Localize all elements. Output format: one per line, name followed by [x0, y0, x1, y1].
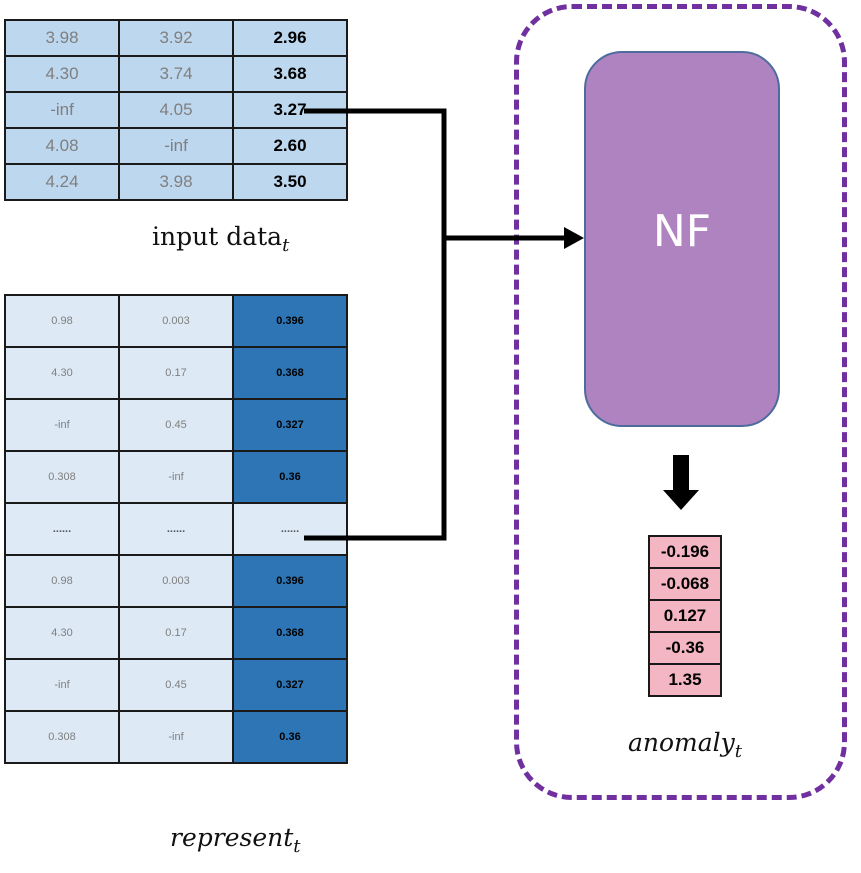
represent-cell: -inf: [4, 658, 120, 712]
represent-cell: 0.003: [118, 294, 234, 348]
represent-cell: 0.003: [118, 554, 234, 608]
table-row: 4.24 3.98 3.50: [4, 163, 348, 201]
input-cell: 2.60: [232, 127, 348, 165]
represent-cell: 0.368: [232, 606, 348, 660]
caption-subscript: t: [293, 836, 301, 857]
table-row: 4.08 -inf 2.60: [4, 127, 348, 165]
table-row: -inf 0.45 0.327: [4, 398, 348, 452]
table-row: 3.98 3.92 2.96: [4, 19, 348, 57]
represent-cell: 4.30: [4, 346, 120, 400]
caption-text: anomaly: [628, 728, 735, 757]
input-cell: 4.24: [4, 163, 120, 201]
represent-cell: 0.327: [232, 398, 348, 452]
input-cell: -inf: [4, 91, 120, 129]
anomaly-cell: 0.127: [648, 599, 722, 633]
anomaly-cell: 1.35: [648, 663, 722, 697]
input-connector-line: [304, 108, 447, 541]
anomaly-cell: -0.068: [648, 567, 722, 601]
represent-cell: 0.396: [232, 554, 348, 608]
down-arrow-head: [663, 490, 699, 510]
table-row: -0.068: [648, 567, 722, 601]
table-row-ellipsis: ...... ...... ......: [4, 502, 348, 556]
caption-subscript: t: [734, 741, 743, 762]
input-cell: -inf: [118, 127, 234, 165]
input-cell: 3.74: [118, 55, 234, 93]
input-cell: 3.50: [232, 163, 348, 201]
down-arrow-shaft: [673, 455, 689, 491]
anomaly-caption: anomalyt: [628, 728, 742, 762]
input-cell: 3.98: [4, 19, 120, 57]
table-row: 1.35: [648, 663, 722, 697]
represent-cell: 0.98: [4, 294, 120, 348]
represent-cell: 4.30: [4, 606, 120, 660]
input-cell: 2.96: [232, 19, 348, 57]
represent-cell: 0.396: [232, 294, 348, 348]
table-row: 4.30 0.17 0.368: [4, 346, 348, 400]
input-cell: 4.05: [118, 91, 234, 129]
nf-label: NF: [652, 205, 712, 257]
represent-cell: 0.327: [232, 658, 348, 712]
to-nf-arrowhead: [564, 227, 584, 249]
represent-cell: 0.308: [4, 450, 120, 504]
represent-cell: 0.98: [4, 554, 120, 608]
represent-cell: ......: [4, 502, 120, 556]
caption-subscript: t: [282, 235, 290, 256]
input-data-caption: input datat: [152, 222, 289, 256]
represent-cell: ......: [232, 502, 348, 556]
table-row: 4.30 0.17 0.368: [4, 606, 348, 660]
input-cell: 4.30: [4, 55, 120, 93]
anomaly-table: -0.196 -0.068 0.127 -0.36 1.35: [648, 535, 722, 697]
represent-cell: 0.36: [232, 450, 348, 504]
represent-cell: 0.17: [118, 606, 234, 660]
nf-model-block: NF: [584, 51, 780, 427]
input-cell: 3.92: [118, 19, 234, 57]
anomaly-cell: -0.196: [648, 535, 722, 569]
table-row: -0.196: [648, 535, 722, 569]
represent-cell: 0.17: [118, 346, 234, 400]
represent-cell: 0.45: [118, 658, 234, 712]
input-cell: 3.98: [118, 163, 234, 201]
table-row: 0.127: [648, 599, 722, 633]
represent-table: 0.98 0.003 0.396 4.30 0.17 0.368 -inf 0.…: [4, 294, 348, 764]
represent-cell: 0.36: [232, 710, 348, 764]
table-row: 0.308 -inf 0.36: [4, 450, 348, 504]
table-row: 0.98 0.003 0.396: [4, 554, 348, 608]
represent-cell: ......: [118, 502, 234, 556]
table-row: 0.98 0.003 0.396: [4, 294, 348, 348]
represent-cell: -inf: [4, 398, 120, 452]
represent-caption: representt: [170, 823, 301, 857]
represent-cell: 0.368: [232, 346, 348, 400]
table-row: 4.30 3.74 3.68: [4, 55, 348, 93]
caption-text: input data: [152, 222, 283, 251]
represent-cell: 0.308: [4, 710, 120, 764]
table-row: -inf 0.45 0.327: [4, 658, 348, 712]
caption-text: represent: [170, 823, 294, 852]
input-cell: 3.68: [232, 55, 348, 93]
represent-cell: -inf: [118, 450, 234, 504]
table-row: 0.308 -inf 0.36: [4, 710, 348, 764]
represent-cell: 0.45: [118, 398, 234, 452]
anomaly-cell: -0.36: [648, 631, 722, 665]
model-container: [514, 4, 847, 800]
input-cell: 4.08: [4, 127, 120, 165]
represent-cell: -inf: [118, 710, 234, 764]
table-row: -0.36: [648, 631, 722, 665]
